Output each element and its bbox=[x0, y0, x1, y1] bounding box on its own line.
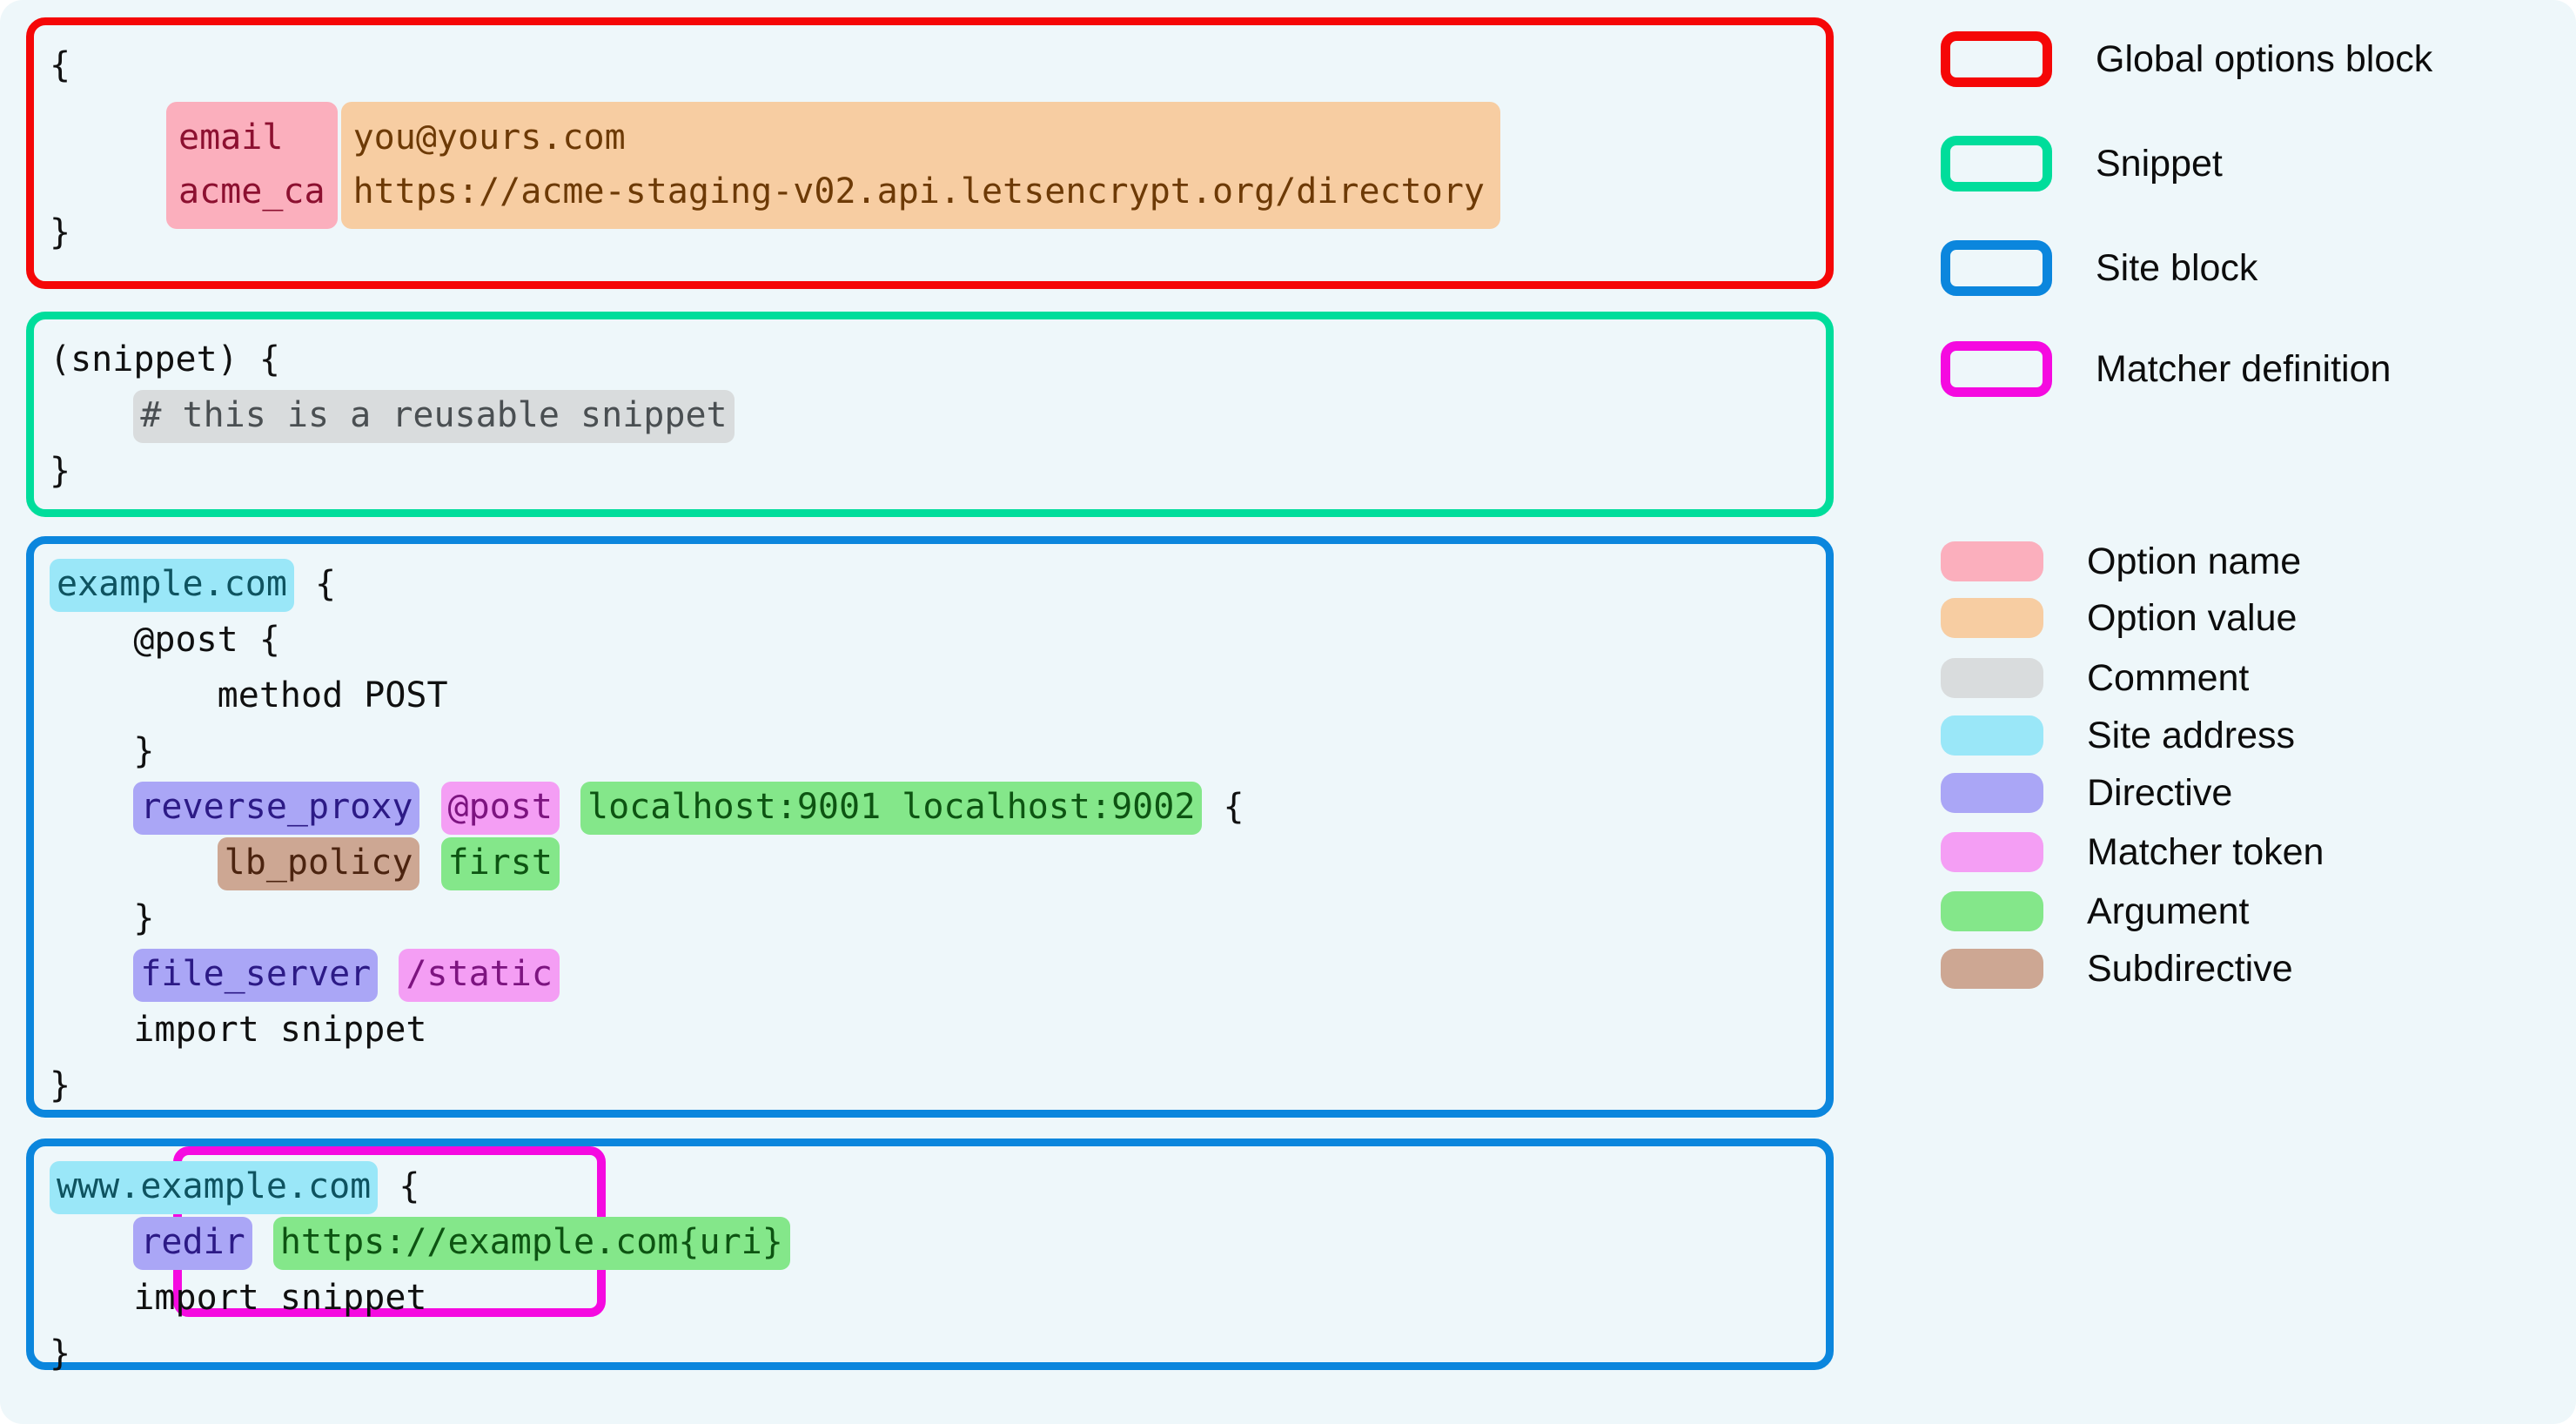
matcher-token-static: /static bbox=[399, 949, 560, 1002]
site1-import-line: import snippet bbox=[50, 1002, 1826, 1058]
site-address-token: example.com bbox=[50, 559, 294, 612]
legend-color-swatch-4 bbox=[1941, 773, 2043, 813]
reverse-proxy-line: reverse_proxy @post localhost:9001 local… bbox=[50, 779, 1826, 835]
file-server-line: file_server /static bbox=[50, 946, 1826, 1002]
legend-outline-label-3: Matcher definition bbox=[2096, 347, 2392, 390]
matcher-body-line: method POST bbox=[50, 668, 1826, 723]
legend-color-swatch-2 bbox=[1941, 658, 2043, 698]
site-block-2-code: www.example.com { redir https://example.… bbox=[34, 1146, 1826, 1374]
reverse-proxy-close-line: } bbox=[50, 890, 1826, 946]
legend-outline-item-snippet: Snippet bbox=[1941, 132, 2223, 195]
argument-token-redir-target: https://example.com{uri} bbox=[272, 1217, 790, 1270]
site2-open-brace: { bbox=[378, 1166, 420, 1206]
legend-color-item-site-address: Site address bbox=[1941, 715, 2295, 756]
site-address-token-www: www.example.com bbox=[50, 1161, 379, 1214]
snippet-block: (snippet) { # this is a reusable snippet… bbox=[26, 312, 1834, 517]
global-options-block: { } email acme_ca you@yours.com https://… bbox=[26, 17, 1834, 289]
legend-color-swatch-3 bbox=[1941, 715, 2043, 756]
legend-outline-label-1: Snippet bbox=[2096, 142, 2223, 185]
site-block-1-code: example.com { @post { method POST } reve… bbox=[34, 544, 1826, 1110]
legend-color-item-option-value: Option value bbox=[1941, 596, 2298, 639]
legend-color-label-1: Option value bbox=[2087, 596, 2298, 639]
legend-color-item-option-name: Option name bbox=[1941, 540, 2302, 582]
global-close-brace-line: } bbox=[50, 212, 71, 252]
global-open-brace-line: { bbox=[50, 45, 71, 85]
matcher-open-brace: { bbox=[238, 620, 280, 660]
legend-color-label-2: Comment bbox=[2087, 656, 2250, 699]
reverse-proxy-close-brace: } bbox=[133, 898, 155, 938]
legend-color-item-directive: Directive bbox=[1941, 771, 2233, 814]
import-statement-2: import snippet bbox=[133, 1278, 427, 1318]
snippet-open-brace: { bbox=[238, 339, 280, 380]
subdirective-token-lb-policy: lb_policy bbox=[217, 837, 420, 890]
legend-color-item-subdirective: Subdirective bbox=[1941, 947, 2293, 990]
snippet-name: (snippet) bbox=[50, 339, 238, 380]
legend-outline-item-global-options: Global options block bbox=[1941, 28, 2432, 91]
legend-color-label-5: Matcher token bbox=[2087, 830, 2324, 873]
legend-color-label-7: Subdirective bbox=[2087, 947, 2293, 990]
site-block-www-example-com: www.example.com { redir https://example.… bbox=[26, 1139, 1834, 1374]
legend-color-swatch-6 bbox=[1941, 891, 2043, 931]
site1-close-brace-line: } bbox=[50, 1065, 71, 1105]
caddyfile-code-column: { } email acme_ca you@yours.com https://… bbox=[26, 17, 1834, 1374]
legend-color-item-argument: Argument bbox=[1941, 890, 2250, 932]
legend-outline-label-2: Site block bbox=[2096, 246, 2258, 289]
option-value-tokens: you@yours.com https://acme-staging-v02.a… bbox=[340, 102, 1501, 229]
legend-color-swatch-0 bbox=[1941, 541, 2043, 581]
legend-color-label-3: Site address bbox=[2087, 714, 2296, 756]
legend-outline-swatch-magenta bbox=[1941, 341, 2052, 397]
legend-outline-item-matcher-definition: Matcher definition bbox=[1941, 338, 2391, 400]
matcher-close-line: } bbox=[50, 723, 1826, 779]
legend-outline-swatch-red bbox=[1941, 31, 2052, 87]
matcher-method-directive: method POST bbox=[217, 675, 448, 715]
legend-color-label-0: Option name bbox=[2087, 540, 2302, 582]
comment-token: # this is a reusable snippet bbox=[133, 390, 735, 443]
redir-line: redir https://example.com{uri} bbox=[50, 1214, 1826, 1270]
argument-token-upstreams: localhost:9001 localhost:9002 bbox=[580, 782, 1203, 835]
matcher-close-brace: } bbox=[133, 731, 155, 771]
site2-address-line: www.example.com { bbox=[50, 1159, 1826, 1214]
legend-color-swatch-1 bbox=[1941, 598, 2043, 638]
legend-outline-swatch-blue bbox=[1941, 240, 2052, 296]
legend: Global options block Snippet Site block … bbox=[1941, 0, 2576, 1424]
import-statement: import snippet bbox=[133, 1010, 427, 1050]
snippet-code: (snippet) { # this is a reusable snippet… bbox=[34, 319, 1826, 509]
directive-token-redir: redir bbox=[133, 1217, 252, 1270]
directive-token-file-server: file_server bbox=[133, 949, 379, 1002]
lb-policy-line: lb_policy first bbox=[50, 835, 1826, 890]
site-block-example-com: example.com { @post { method POST } reve… bbox=[26, 536, 1834, 1317]
matcher-token-post: @post bbox=[440, 782, 560, 835]
snippet-close-brace-line: } bbox=[50, 451, 71, 491]
site2-import-line: import snippet bbox=[50, 1270, 1826, 1326]
snippet-header-line: (snippet) { bbox=[50, 332, 1826, 387]
legend-color-label-4: Directive bbox=[2087, 771, 2233, 814]
site1-open-brace: { bbox=[293, 564, 337, 604]
legend-color-item-matcher-token: Matcher token bbox=[1941, 830, 2324, 873]
option-name-tokens: email acme_ca bbox=[166, 102, 338, 229]
global-options-table: email acme_ca you@yours.com https://acme… bbox=[166, 102, 1501, 229]
site1-address-line: example.com { bbox=[50, 556, 1826, 612]
legend-color-label-6: Argument bbox=[2087, 890, 2250, 932]
site2-close-brace-line: } bbox=[50, 1333, 71, 1374]
legend-outline-swatch-green bbox=[1941, 136, 2052, 191]
legend-outline-item-site-block: Site block bbox=[1941, 237, 2257, 299]
legend-color-swatch-7 bbox=[1941, 949, 2043, 989]
legend-outline-label-0: Global options block bbox=[2096, 37, 2433, 80]
legend-color-swatch-5 bbox=[1941, 832, 2043, 872]
legend-color-item-comment: Comment bbox=[1941, 656, 2250, 699]
directive-token-reverse-proxy: reverse_proxy bbox=[133, 782, 420, 835]
reverse-proxy-open-brace: { bbox=[1202, 787, 1244, 827]
matcher-header-line: @post { bbox=[50, 612, 1826, 668]
matcher-name: @post bbox=[133, 620, 238, 660]
global-options-code: { } bbox=[34, 25, 1826, 281]
argument-token-first: first bbox=[440, 837, 560, 890]
snippet-comment-line: # this is a reusable snippet bbox=[50, 387, 1826, 443]
